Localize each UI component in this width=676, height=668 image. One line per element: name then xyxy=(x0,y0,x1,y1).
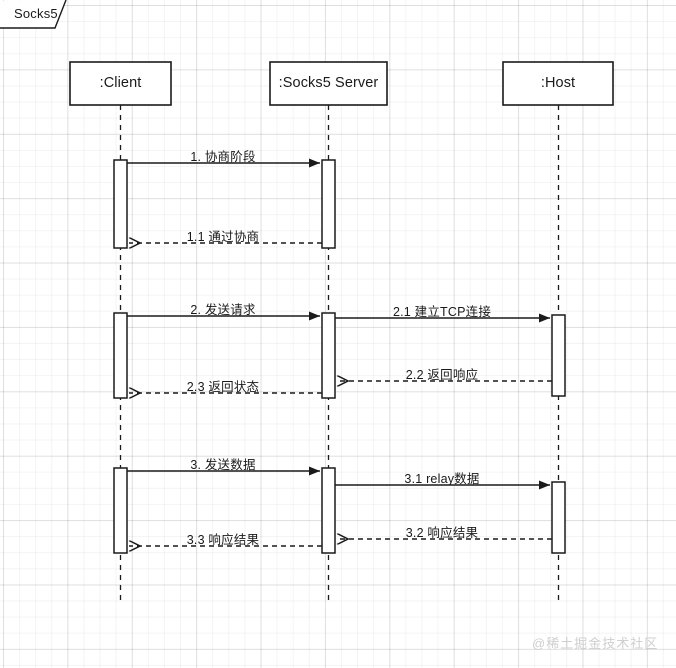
participant-box-host xyxy=(502,61,614,106)
activation-bars xyxy=(113,159,566,554)
participant-label-client: :Client xyxy=(99,75,142,91)
message-label-m3: 3. 发送数据 xyxy=(190,458,256,472)
participant-box-socks5-server xyxy=(269,61,388,106)
activation-server-2 xyxy=(321,312,336,399)
participant-box-client xyxy=(69,61,172,106)
message-label-m1-1: 1.1 通过协商 xyxy=(186,230,260,244)
diagram-frame-tab xyxy=(0,0,67,29)
participant-label-socks5-server: :Socks5 Server xyxy=(278,75,379,91)
activation-client-3 xyxy=(113,467,128,554)
activation-host-2 xyxy=(551,314,566,397)
message-label-m2-2: 2.2 返回响应 xyxy=(405,368,479,382)
activation-server-3 xyxy=(321,467,336,554)
activation-client-2 xyxy=(113,312,128,399)
watermark: @稀土掘金技术社区 xyxy=(532,636,659,651)
message-arrows xyxy=(127,158,552,546)
activation-server-1 xyxy=(321,159,336,249)
message-label-m3-2: 3.2 响应结果 xyxy=(405,526,479,540)
participant-label-host: :Host xyxy=(540,75,576,91)
message-label-m2: 2. 发送请求 xyxy=(190,303,256,317)
message-label-m3-1: 3.1 relay数据 xyxy=(404,472,480,486)
participant-boxes xyxy=(69,61,614,106)
activation-client-1 xyxy=(113,159,128,249)
message-label-m2-1: 2.1 建立TCP连接 xyxy=(392,305,492,319)
message-label-m2-3: 2.3 返回状态 xyxy=(186,380,260,394)
diagram-frame-title: Socks5 xyxy=(14,6,58,21)
message-label-m1: 1. 协商阶段 xyxy=(190,150,256,164)
message-label-m3-3: 3.3 响应结果 xyxy=(186,533,260,547)
activation-host-3 xyxy=(551,481,566,554)
